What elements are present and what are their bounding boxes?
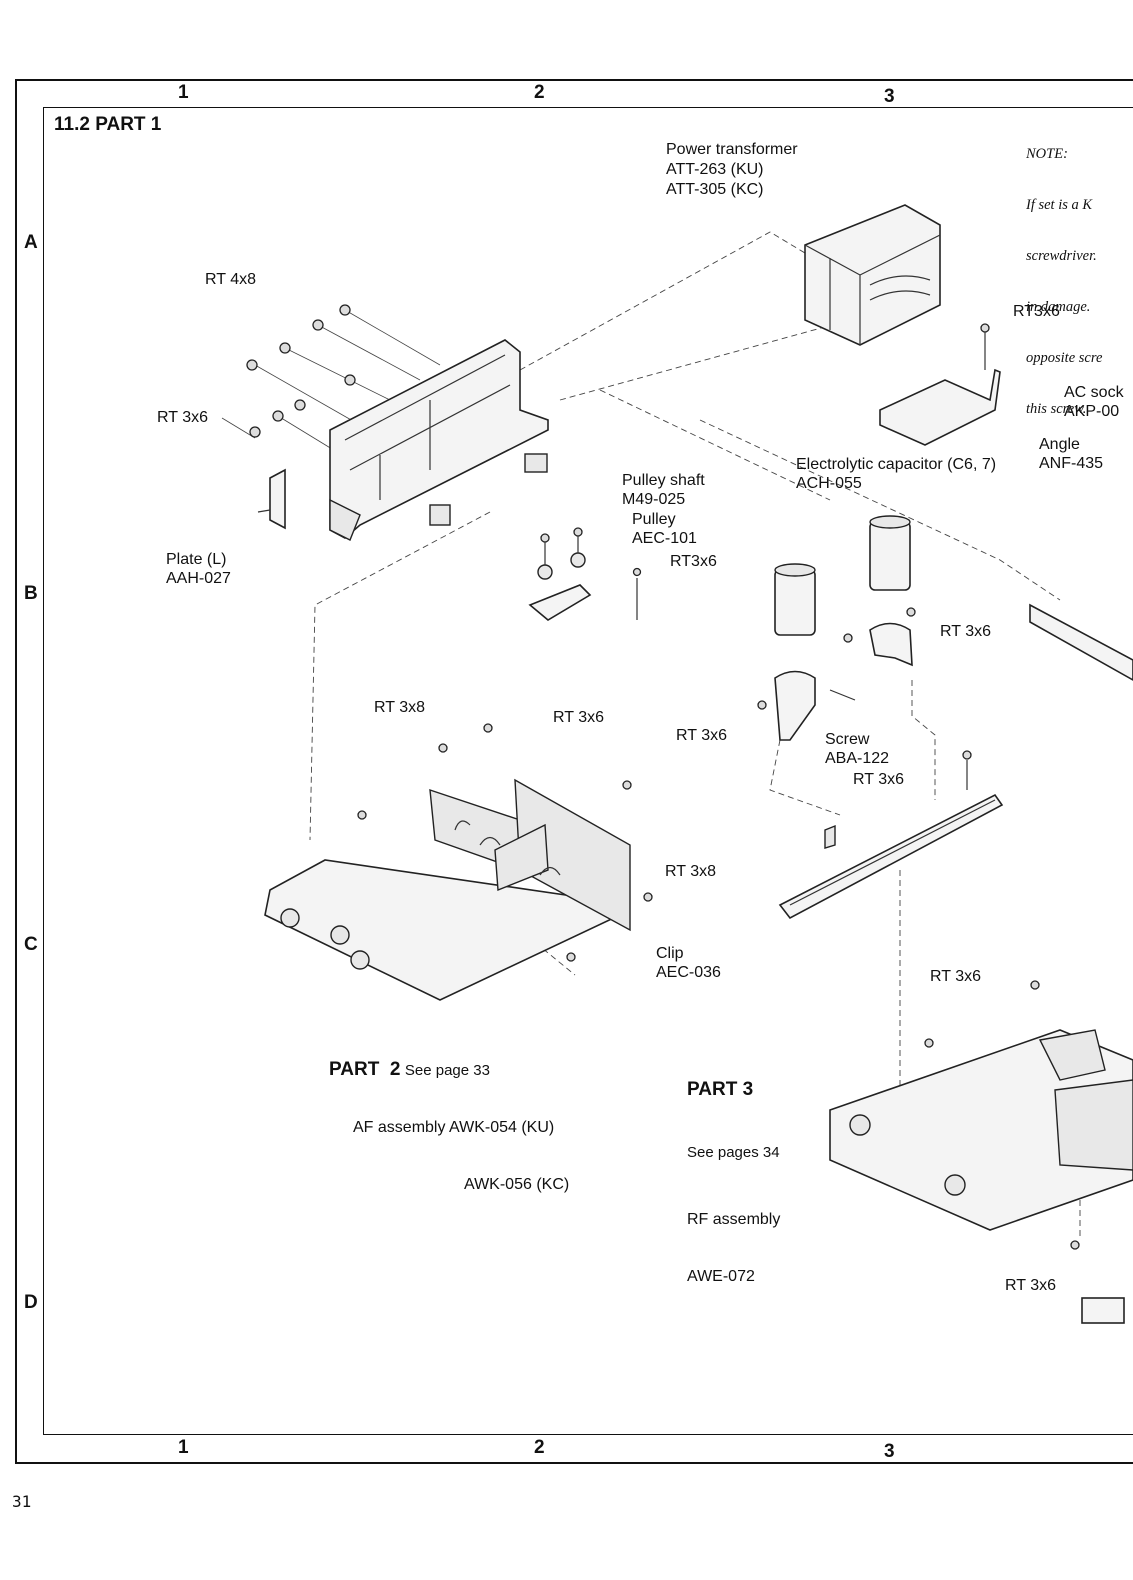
grid-row-d: D bbox=[24, 1292, 38, 1313]
plate-l-label: Plate (L) AAH-027 bbox=[166, 550, 231, 588]
electrolytic-capacitor-part: ACH-055 bbox=[796, 475, 862, 492]
rf-assembly bbox=[829, 980, 1133, 1324]
rt-3x8-right-label: RT 3x8 bbox=[665, 863, 716, 880]
clip-part: AEC-036 bbox=[656, 964, 721, 981]
rt-3x6-center-label: RT 3x6 bbox=[676, 727, 727, 744]
power-transformer-name: Power transformer bbox=[666, 141, 798, 158]
grid-col-1-top: 1 bbox=[178, 82, 189, 103]
rt-3x6-mid-label: RT 3x6 bbox=[553, 709, 604, 726]
grid-col-3-top: 3 bbox=[884, 86, 895, 107]
clip-name: Clip bbox=[656, 945, 684, 962]
rt3x6-top-label: RT3x6 bbox=[1013, 303, 1060, 320]
grid-col-2-bottom: 2 bbox=[534, 1437, 545, 1458]
outer-frame bbox=[15, 79, 1133, 1464]
rt3x6-pulley-label: RT3x6 bbox=[670, 553, 717, 570]
pulley-assembly bbox=[528, 527, 642, 621]
chassis-bracket bbox=[329, 339, 549, 541]
angle-name: Angle bbox=[1039, 436, 1080, 453]
rt-3x6-cap-label: RT 3x6 bbox=[940, 623, 991, 640]
rt-3x6-bottom-label: RT 3x6 bbox=[1005, 1277, 1056, 1294]
right-rail bbox=[1029, 603, 1133, 681]
rt-3x6-screw-label: RT 3x6 bbox=[853, 771, 904, 788]
electrolytic-capacitors bbox=[774, 515, 911, 636]
electrolytic-capacitor-label: Electrolytic capacitor (C6, 7) ACH-055 bbox=[796, 455, 996, 493]
grid-col-1-bottom: 1 bbox=[178, 1437, 189, 1458]
pulley-part: AEC-101 bbox=[632, 530, 697, 547]
bracket-screws bbox=[246, 304, 356, 438]
section-title: 11.2 PART 1 bbox=[54, 114, 162, 135]
power-transformer-part-kc: ATT-305 (KC) bbox=[666, 181, 764, 198]
pulley-name: Pulley bbox=[632, 511, 676, 528]
power-transformer-part-ku: ATT-263 (KU) bbox=[666, 161, 764, 178]
inner-frame bbox=[43, 107, 1133, 1435]
part3-line1: RF assembly bbox=[687, 1211, 781, 1228]
rt-3x6-lower-label: RT 3x6 bbox=[930, 968, 981, 985]
plate-l-part: AAH-027 bbox=[166, 570, 231, 587]
part3-caption: PART 3 See pages 34 RF assembly AWE-072 bbox=[687, 1042, 780, 1305]
screw-part: ABA-122 bbox=[825, 750, 890, 767]
power-transformer bbox=[804, 204, 941, 346]
part2-see: See page 33 bbox=[404, 1062, 490, 1079]
pulley-shaft-name: Pulley shaft bbox=[622, 472, 705, 489]
part3-title: PART 3 bbox=[687, 1079, 754, 1100]
rt-4x8-label: RT 4x8 bbox=[205, 271, 256, 288]
grid-row-c: C bbox=[24, 934, 38, 955]
grid-row-a: A bbox=[24, 232, 38, 253]
part2-line1: AF assembly AWK-054 (KU) bbox=[353, 1119, 555, 1136]
plate-l bbox=[257, 468, 286, 530]
part2-caption: PART 2 See page 33 AF assembly AWK-054 (… bbox=[329, 1022, 569, 1213]
ac-socket-part: AKP-00 bbox=[1064, 403, 1120, 420]
note-line: screwdriver. bbox=[1026, 248, 1097, 264]
screw-name: Screw bbox=[825, 731, 870, 748]
note-line: in damage. bbox=[1026, 299, 1091, 315]
rt-3x8-top-label: RT 3x8 bbox=[374, 699, 425, 716]
part2-title: PART 2 bbox=[329, 1059, 401, 1080]
ac-socket-bracket bbox=[879, 323, 1001, 446]
grid-col-2-top: 2 bbox=[534, 82, 545, 103]
electrolytic-capacitor-name: Electrolytic capacitor (C6, 7) bbox=[796, 456, 997, 473]
note-line: If set is a K bbox=[1026, 197, 1093, 213]
note-block: NOTE: If set is a K screwdriver. in dama… bbox=[1026, 112, 1133, 435]
ac-socket-name: AC sock bbox=[1064, 384, 1124, 401]
part3-line2: AWE-072 bbox=[687, 1268, 755, 1285]
rt-3x6-left-label: RT 3x6 bbox=[157, 409, 208, 426]
capacitor-clamps bbox=[757, 607, 916, 741]
part3-see: See pages 34 bbox=[687, 1144, 780, 1161]
pulley-shaft-part: M49-025 bbox=[622, 491, 686, 508]
page-number: 31 bbox=[12, 1492, 32, 1511]
af-assembly bbox=[264, 723, 653, 1001]
angle-rail bbox=[778, 750, 1004, 920]
angle-part: ANF-435 bbox=[1039, 455, 1104, 472]
label-leaders bbox=[221, 309, 441, 461]
note-title: NOTE: bbox=[1026, 146, 1068, 162]
note-line: this screw. bbox=[1026, 401, 1087, 417]
note-line: opposite scre bbox=[1026, 350, 1103, 366]
part2-line2: AWK-056 (KC) bbox=[464, 1176, 570, 1193]
grid-col-3-bottom: 3 bbox=[884, 1441, 895, 1462]
plate-l-name: Plate (L) bbox=[166, 551, 227, 568]
grid-row-b: B bbox=[24, 583, 38, 604]
